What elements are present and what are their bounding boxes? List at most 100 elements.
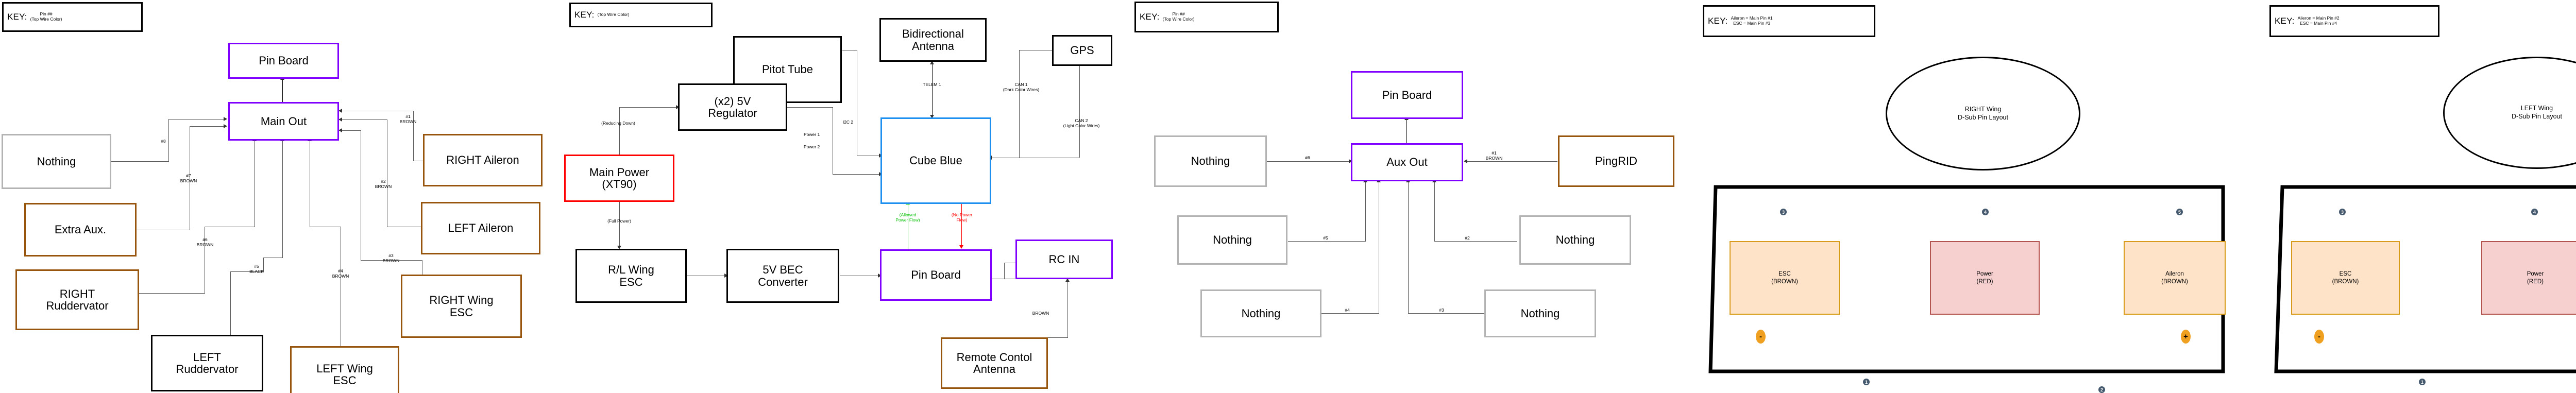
node-extra-aux[interactable]: Extra Aux.: [24, 203, 137, 257]
node-bidirectional-antenna[interactable]: Bidirectional Antenna: [879, 18, 987, 62]
node-main-out[interactable]: Main Out: [228, 102, 339, 141]
wire-auxout-pinboard: [1406, 119, 1407, 145]
pin-box-3-line-2: (BROWN): [1771, 278, 1798, 285]
wire-2-c: [342, 119, 387, 120]
panel-aux-out-wiring: KEY: Pin ## (Top Wire Color): [1113, 0, 1674, 393]
node-pin-board[interactable]: Pin Board: [228, 43, 339, 79]
node-right-wing-esc[interactable]: RIGHT Wing ESC: [401, 275, 522, 338]
wire-label-1: #1 BROWN: [399, 114, 417, 124]
wire-can2-a: [1079, 66, 1080, 158]
key-word: KEY:: [7, 12, 27, 22]
pin-box-3-line-2: (BROWN): [2332, 278, 2359, 285]
arrow-bec-pin: [878, 274, 882, 278]
wire-label-power1: Power 1: [804, 132, 820, 137]
key-word: KEY:: [2275, 16, 2295, 26]
panel-cube-blue-wiring: KEY: (Top Wire Color): [562, 0, 1113, 393]
dsub-connector-shell: [2274, 185, 2576, 373]
pin-box-4[interactable]: Power (RED): [2481, 241, 2576, 315]
dsub-title-line-1: RIGHT Wing: [1964, 105, 2002, 113]
wire-can1-b: [1019, 50, 1020, 107]
terminal-negative: -: [1756, 330, 1766, 344]
node-remote-control-antenna[interactable]: Remote Contol Antenna: [941, 337, 1048, 389]
pin-box-5[interactable]: Aileron (BROWN): [2124, 241, 2226, 315]
wire-3-b: [361, 260, 422, 261]
pin-badge-4: 4: [1982, 209, 1989, 215]
key-line-aileron: Aileron = Main Pin #2: [2297, 15, 2340, 21]
wire-label-6: #6 BROWN: [196, 237, 214, 247]
key-box: KEY: Pin ## (Top Wire Color): [1134, 2, 1279, 32]
pin-box-5-line-1: Aileron: [2165, 271, 2184, 278]
pin-box-4-line-1: Power: [1976, 271, 1993, 278]
wire-8-b: [168, 119, 169, 162]
key-line-esc: ESC = Main Pin #3: [1733, 21, 1771, 26]
wire-label-brown: BROWN: [1032, 311, 1049, 316]
key-box: KEY: Aileron = Main Pin #1 ESC = Main Pi…: [1703, 5, 1875, 37]
wire-label-power2: Power 2: [804, 144, 820, 149]
key-line-color: (Top Wire Color): [597, 12, 630, 18]
wire-label-telem1: TELEM 1: [923, 82, 941, 87]
wire-label-4: #4: [1345, 307, 1350, 313]
wire-label-allowed-flow: (Allowed Power Flow): [895, 212, 920, 223]
wire-5-b: [1365, 181, 1366, 242]
key-line-color: (Top Wire Color): [30, 16, 62, 22]
terminal-positive: +: [2181, 330, 2191, 344]
key-word: KEY:: [1708, 16, 1728, 26]
pin-badge-3: 3: [2339, 209, 2346, 215]
node-rc-in[interactable]: RC IN: [1015, 240, 1113, 279]
node-rl-wing-esc[interactable]: R/L Wing ESC: [575, 249, 687, 303]
pin-badge-1: 1: [2419, 379, 2426, 385]
wire-can1-d: [1019, 103, 1020, 158]
node-bec-converter-5v[interactable]: 5V BEC Converter: [726, 249, 839, 303]
wire-label-1: #1 BROWN: [1485, 150, 1503, 161]
node-right-ruddervator[interactable]: RIGHT Ruddervator: [15, 269, 139, 330]
node-nothing-5[interactable]: Nothing: [1177, 215, 1287, 265]
node-left-wing-esc[interactable]: LEFT Wing ESC: [290, 346, 399, 393]
wire-label-3: #3: [1439, 307, 1444, 313]
wire-label-no-power-flow: (No Power Flow): [951, 212, 973, 223]
pin-box-3[interactable]: ESC (BROWN): [1730, 241, 1840, 315]
node-nothing-3[interactable]: Nothing: [1484, 289, 1596, 337]
node-nothing-6[interactable]: Nothing: [1154, 135, 1267, 187]
wire-6-a: [139, 293, 205, 294]
panel-main-out-wiring: KEY: Pin ## (Top Wire Color): [0, 0, 562, 393]
arrow-remote: [1065, 278, 1070, 282]
node-regulator-5v[interactable]: (x2) 5V Regulator: [678, 83, 787, 131]
arrow-8: [224, 117, 227, 121]
wire-label-4: #4 BROWN: [332, 268, 349, 279]
node-gps[interactable]: GPS: [1052, 35, 1112, 66]
wire-label-i2c2: I2C 2: [842, 119, 854, 125]
arrow-7: [224, 124, 227, 128]
node-nothing-4[interactable]: Nothing: [1200, 289, 1321, 337]
node-right-aileron[interactable]: RIGHT Aileron: [423, 134, 543, 186]
node-pin-board[interactable]: Pin Board: [1351, 71, 1463, 119]
wire-5-a: [230, 271, 231, 335]
wire-pw-c: [833, 174, 880, 175]
pin-box-5-line-2: (BROWN): [2161, 278, 2188, 285]
pin-badge-4: 4: [2531, 209, 2538, 215]
pin-box-4[interactable]: Power (RED): [1930, 241, 2040, 315]
node-pin-board[interactable]: Pin Board: [880, 249, 992, 301]
wire-reg-b: [619, 107, 676, 108]
pin-badge-3: 3: [1780, 209, 1787, 215]
wire-label-can1: CAN 1 (Dark Color Wires): [1003, 82, 1040, 92]
wire-6: [1267, 161, 1349, 162]
arrow-telem1-down: [930, 115, 934, 118]
node-left-aileron[interactable]: LEFT Aileron: [421, 202, 540, 254]
key-line-pin: Pin ##: [40, 11, 53, 17]
wire-label-3: #3 BROWN: [382, 253, 400, 263]
dsub-title: RIGHT Wing D-Sub Pin Layout: [1886, 57, 2080, 170]
node-left-ruddervator[interactable]: LEFT Ruddervator: [151, 335, 263, 391]
node-nothing-2[interactable]: Nothing: [1519, 215, 1631, 265]
node-main-power-xt90[interactable]: Main Power (XT90): [564, 155, 674, 202]
arrow-6: [1349, 159, 1352, 163]
wire-telem1: [932, 64, 933, 117]
wire-label-5: #5: [1323, 235, 1328, 241]
node-nothing[interactable]: Nothing: [2, 134, 111, 189]
node-cube-blue[interactable]: Cube Blue: [880, 117, 991, 204]
wire-label-reducing-down: (Reducing Down): [601, 121, 635, 126]
arrow-esc-bec: [724, 274, 728, 278]
node-aux-out[interactable]: Aux Out: [1351, 143, 1463, 181]
pin-box-3[interactable]: ESC (BROWN): [2291, 241, 2400, 315]
node-ping-rid[interactable]: PingRID: [1558, 135, 1674, 187]
